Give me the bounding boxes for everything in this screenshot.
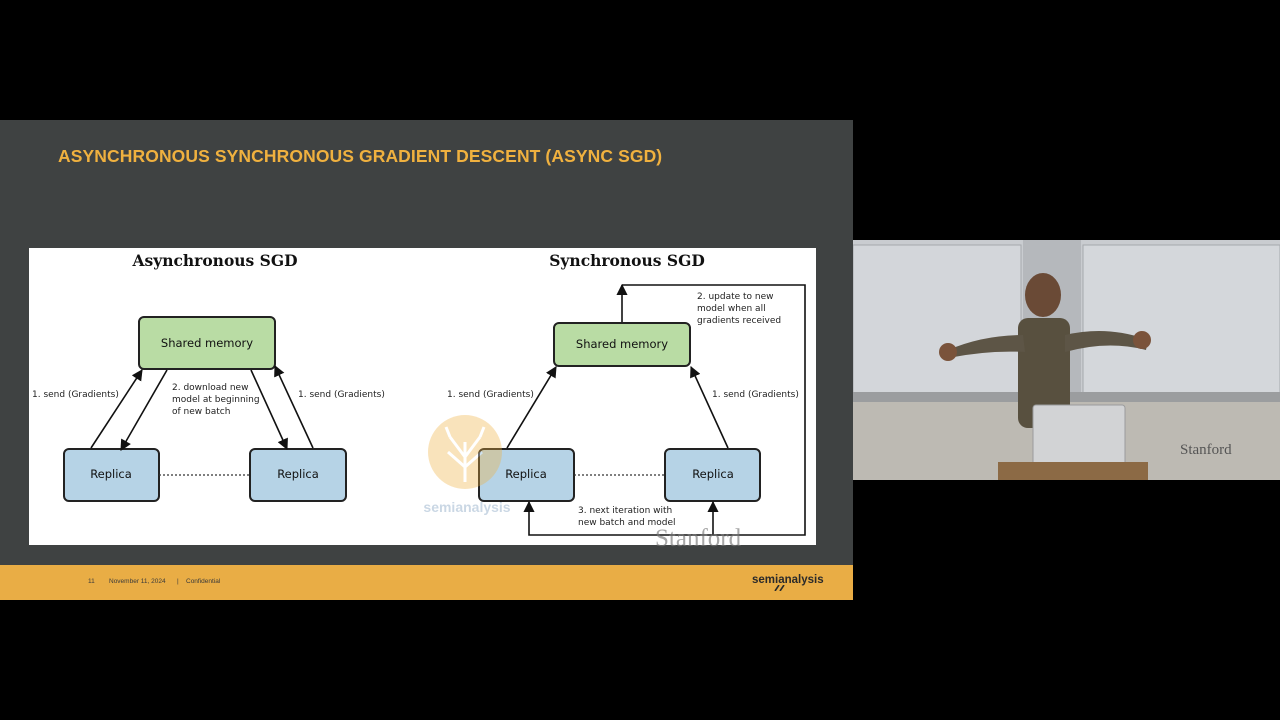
slide-title: ASYNCHRONOUS SYNCHRONOUS GRADIENT DESCEN… — [58, 146, 663, 166]
async-replica-right-label: Replica — [277, 467, 319, 481]
footer-separator: | — [177, 578, 179, 585]
async-replica-right-box — [249, 448, 347, 502]
sync-send-arrow-right — [690, 365, 729, 449]
semianalysis-watermark-text: semianalysis — [423, 499, 510, 515]
async-send-label-right: 1. send (Gradients) — [298, 390, 385, 400]
footer-date: November 11, 2024 — [109, 578, 166, 585]
slide: ASYNCHRONOUS SYNCHRONOUS GRADIENT DESCEN… — [0, 120, 853, 600]
sync-update-label-3: gradients received — [697, 316, 781, 326]
async-diagram-title: Asynchronous SGD — [131, 251, 297, 270]
async-shared-memory-box — [138, 316, 276, 370]
stanford-watermark-slide: Stanford — [655, 525, 742, 552]
sgd-diagram-svg: Asynchronous SGD Shared memory Replica R… — [32, 251, 806, 536]
sync-replica-right-label: Replica — [692, 467, 734, 481]
footer-page-number: 11 — [88, 578, 95, 585]
sync-shared-memory-box — [553, 322, 691, 367]
async-replica-left-label: Replica — [90, 467, 132, 481]
sync-update-label-1: 2. update to new — [697, 292, 774, 302]
sync-shared-memory-label: Shared memory — [576, 337, 668, 351]
sync-send-label-right: 1. send (Gradients) — [712, 390, 799, 400]
sync-next-label-1: 3. next iteration with — [578, 506, 672, 516]
speaker-video — [853, 240, 1280, 480]
sgd-diagram-figure: Asynchronous SGD Shared memory Replica R… — [29, 248, 816, 545]
async-download-arrow-left — [120, 369, 168, 451]
async-send-arrow-left — [90, 369, 143, 449]
sync-diagram-title: Synchronous SGD — [549, 251, 705, 270]
sync-send-label-left: 1. send (Gradients) — [447, 390, 534, 400]
semianalysis-logo: semianalysis — [752, 574, 824, 586]
sync-next-iteration-loop-left — [523, 284, 806, 536]
async-send-arrow-right — [274, 364, 314, 449]
sync-update-label-2: model when all — [697, 304, 766, 314]
async-download-arrow-right — [250, 369, 288, 451]
slide-footer: 11 November 11, 2024 | Confidential semi… — [0, 565, 853, 600]
async-shared-memory-label: Shared memory — [161, 336, 253, 350]
sync-replica-left-label: Replica — [505, 467, 547, 481]
semianalysis-logo-mark-icon — [774, 585, 785, 591]
sync-send-arrow-left — [506, 366, 557, 449]
speaker-video-frame — [853, 240, 1280, 480]
semianalysis-watermark-icon: semianalysis — [423, 415, 511, 515]
async-send-label-left: 1. send (Gradients) — [32, 390, 119, 400]
async-download-label-2: model at beginning — [172, 395, 260, 405]
stanford-watermark-video: Stanford — [1180, 442, 1232, 458]
sync-next-label-2: new batch and model — [578, 518, 676, 528]
footer-confidential: Confidential — [186, 578, 221, 585]
async-download-label-1: 2. download new — [172, 383, 248, 393]
async-download-label-3: of new batch — [172, 407, 230, 417]
